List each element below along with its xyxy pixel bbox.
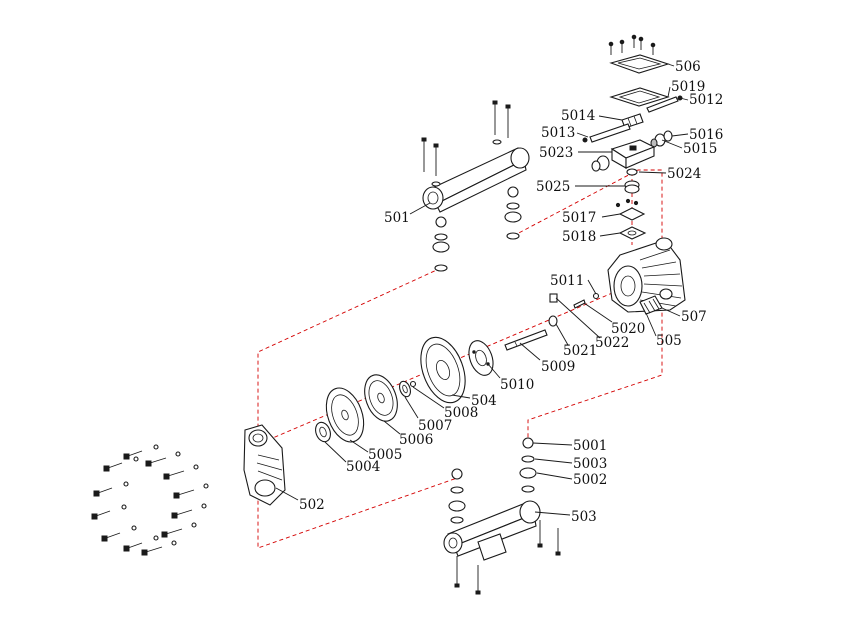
inlet-valve-stack-left (448, 468, 466, 524)
part-5007-inner-plate (399, 380, 411, 398)
part-506-top-cover (608, 34, 670, 74)
leader-lines (275, 63, 689, 516)
label-5025: 5025 (536, 179, 570, 195)
part-5004-outer-plate (315, 421, 331, 443)
label-5018: 5018 (562, 229, 596, 245)
part-5022-bushing (549, 293, 558, 303)
label-5011: 5011 (550, 273, 584, 289)
label-501: 501 (384, 210, 410, 226)
label-5020: 5020 (611, 321, 645, 337)
label-5004: 5004 (346, 459, 380, 475)
part-5025-5024-rings (624, 168, 640, 194)
part-5011-pin (592, 292, 600, 300)
label-5012: 5012 (689, 92, 723, 108)
outlet-valve-stack-right (504, 186, 522, 240)
label-5001: 5001 (573, 438, 607, 454)
label-502: 502 (299, 497, 325, 513)
part-5012-rod (646, 95, 683, 113)
label-5003: 5003 (573, 456, 607, 472)
part-501-outlet-manifold (421, 100, 530, 213)
part-5008-ring (409, 380, 417, 388)
part-5020-pin (573, 299, 586, 309)
part-5021-bushing (548, 315, 558, 327)
label-5010: 5010 (500, 377, 534, 393)
label-5014: 5014 (561, 108, 595, 124)
part-labels: 506 5019 5012 5014 5013 5016 5023 5015 5… (299, 59, 723, 525)
label-5021: 5021 (563, 343, 597, 359)
part-5010-outer-plate (468, 340, 494, 376)
label-5013: 5013 (541, 125, 575, 141)
label-5006: 5006 (399, 432, 433, 448)
label-507: 507 (681, 309, 707, 325)
label-5023: 5023 (539, 145, 573, 161)
label-506: 506 (675, 59, 701, 75)
part-5005-diaphragm (325, 387, 365, 443)
label-503: 503 (571, 509, 597, 525)
label-5022: 5022 (595, 335, 629, 351)
part-5023-valve-block (591, 139, 656, 172)
part-5017-plate (615, 198, 646, 221)
part-5006-backup-diaphragm (364, 374, 398, 422)
part-505-air-chamber-housing (607, 237, 686, 313)
label-5007: 5007 (418, 418, 452, 434)
label-5002: 5002 (573, 472, 607, 488)
inlet-valve-stack-right (519, 437, 537, 493)
label-5016: 5016 (689, 127, 723, 143)
part-503-inlet-manifold (443, 500, 561, 595)
part-507-muffler (639, 295, 663, 315)
label-505: 505 (656, 333, 682, 349)
label-5005: 5005 (368, 447, 402, 463)
outlet-valve-stack-left (432, 216, 450, 272)
label-5024: 5024 (667, 166, 701, 182)
label-5017: 5017 (562, 210, 596, 226)
part-5009-diaphragm-rod (504, 329, 548, 351)
part-5016-5015-seals (650, 130, 673, 148)
label-504: 504 (471, 393, 497, 409)
part-502-liquid-chamber (243, 424, 286, 506)
label-5015: 5015 (683, 141, 717, 157)
part-5013-shaft (582, 123, 631, 143)
part-504-diaphragm (420, 336, 466, 404)
bolt-cluster (91, 444, 209, 556)
label-5019: 5019 (671, 79, 705, 95)
label-5008: 5008 (444, 405, 478, 421)
label-5009: 5009 (541, 359, 575, 375)
part-5018-gasket (618, 226, 647, 240)
